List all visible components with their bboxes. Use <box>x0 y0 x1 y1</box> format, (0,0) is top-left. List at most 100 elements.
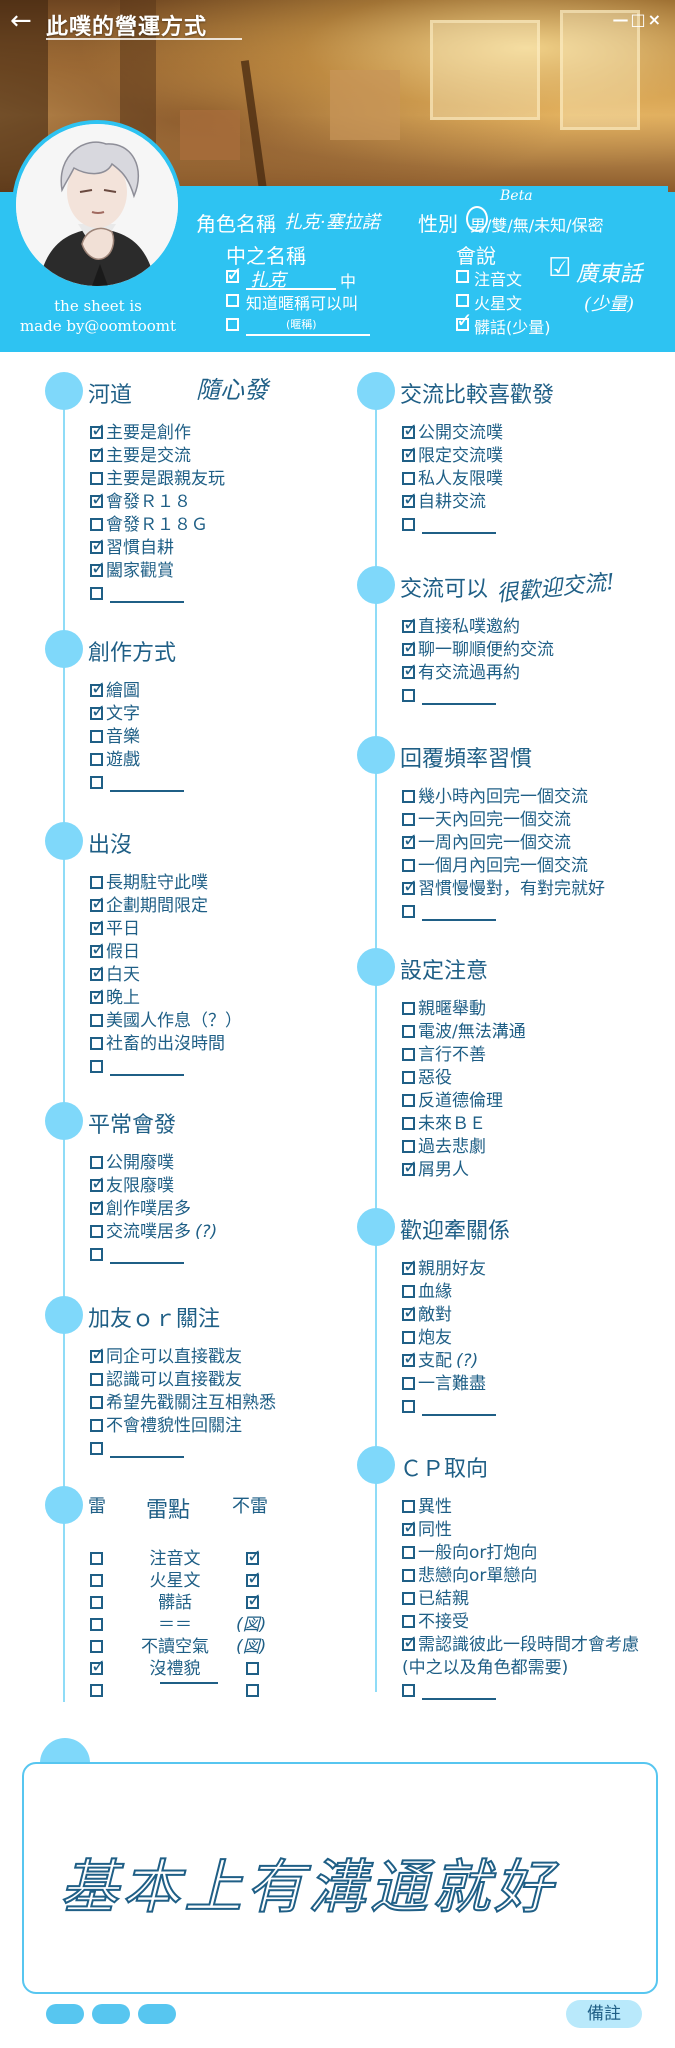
ok-checkbox[interactable] <box>246 1684 259 1697</box>
checklist-item[interactable]: 悲戀向or單戀向 <box>402 1565 537 1587</box>
checklist-item[interactable]: 一個月內回完一個交流 <box>402 855 588 877</box>
checklist-item[interactable]: 惡役 <box>402 1067 452 1089</box>
checkbox[interactable] <box>402 1615 415 1628</box>
checklist-item[interactable] <box>90 1438 184 1460</box>
checkbox[interactable] <box>90 753 103 766</box>
checked-checkbox[interactable] <box>402 614 418 636</box>
checkbox[interactable] <box>402 790 415 803</box>
checklist-item[interactable] <box>402 1680 496 1702</box>
checkbox[interactable] <box>402 1400 415 1413</box>
checkbox[interactable] <box>402 1025 415 1038</box>
checked-checkbox[interactable] <box>90 535 106 557</box>
checklist-item[interactable]: 自耕交流 <box>402 489 486 513</box>
checkbox[interactable] <box>402 1569 415 1582</box>
checklist-item[interactable]: 不會禮貌性回關注 <box>90 1415 242 1437</box>
checklist-item[interactable] <box>90 772 184 794</box>
checked-checkbox[interactable] <box>90 893 106 915</box>
checklist-item[interactable]: 不接受 <box>402 1611 469 1633</box>
page-indicator[interactable] <box>138 2004 176 2024</box>
checkbox[interactable] <box>402 1546 415 1559</box>
checkbox[interactable] <box>90 776 103 789</box>
thunder-checkbox[interactable] <box>90 1596 103 1609</box>
checklist-item[interactable]: 公開廢噗 <box>90 1152 174 1174</box>
checklist-item[interactable] <box>90 1056 184 1078</box>
checklist-item[interactable]: 屑男人 <box>402 1157 469 1181</box>
blank-line[interactable] <box>160 1682 218 1684</box>
checklist-item[interactable]: 闔家觀賞 <box>90 558 174 582</box>
checklist-item[interactable]: 繪圖 <box>90 678 140 702</box>
checklist-item[interactable]: 公開交流噗 <box>402 420 503 444</box>
blank-line[interactable] <box>422 1414 496 1416</box>
checklist-item[interactable]: 幾小時內回完一個交流 <box>402 786 588 808</box>
ok-checkbox[interactable] <box>246 1546 262 1567</box>
checklist-item[interactable]: 同企可以直接戳友 <box>90 1344 242 1368</box>
checklist-item[interactable]: 異性 <box>402 1496 452 1518</box>
checklist-item[interactable]: 主要是創作 <box>90 420 191 444</box>
checklist-item[interactable]: 有交流過再約 <box>402 660 520 684</box>
blank-line[interactable] <box>110 790 184 792</box>
checklist-item[interactable]: 長期駐守此噗 <box>90 872 208 894</box>
checklist-item[interactable]: 白天 <box>90 962 140 986</box>
page-indicator[interactable] <box>92 2004 130 2024</box>
checklist-item[interactable]: 親朋好友 <box>402 1256 486 1280</box>
page-indicator[interactable] <box>46 2004 84 2024</box>
checklist-item[interactable]: 私人友限噗 <box>402 468 503 490</box>
blank-line[interactable] <box>422 919 496 921</box>
thunder-checkbox[interactable] <box>90 1618 103 1631</box>
checkbox[interactable] <box>402 859 415 872</box>
checked-checkbox[interactable] <box>402 1632 418 1654</box>
checklist-item[interactable]: 已結親 <box>402 1588 469 1610</box>
checklist-item[interactable] <box>90 1244 184 1266</box>
remark-button[interactable]: 備註 <box>566 2000 642 2028</box>
blank-line[interactable] <box>422 532 496 534</box>
thunder-checkbox[interactable] <box>90 1684 103 1697</box>
checkbox[interactable] <box>90 587 103 600</box>
checklist-item[interactable]: (中之以及角色都需要) <box>402 1657 568 1679</box>
checkbox[interactable] <box>402 1592 415 1605</box>
checkbox[interactable] <box>90 1037 103 1050</box>
checklist-item[interactable]: 一周內回完一個交流 <box>402 830 571 854</box>
blank-line[interactable] <box>110 1262 184 1264</box>
checkbox[interactable] <box>402 1002 415 1015</box>
checklist-item[interactable]: 文字 <box>90 701 140 725</box>
thunder-checkbox[interactable] <box>90 1574 103 1587</box>
checklist-item[interactable]: 一言難盡 <box>402 1373 486 1395</box>
checked-checkbox[interactable] <box>402 1517 418 1539</box>
back-arrow-icon[interactable]: ← <box>10 6 32 36</box>
checkbox[interactable] <box>402 1500 415 1513</box>
checklist-item[interactable]: 言行不善 <box>402 1044 486 1066</box>
checkbox[interactable] <box>90 1248 103 1261</box>
checklist-item[interactable]: 主要是交流 <box>90 443 191 467</box>
checklist-item[interactable] <box>402 685 496 707</box>
checkbox[interactable] <box>90 1419 103 1432</box>
window-controls-icon[interactable]: —□× <box>612 10 663 29</box>
checked-checkbox[interactable] <box>402 443 418 465</box>
checked-checkbox[interactable] <box>402 637 418 659</box>
checklist-item[interactable]: 晚上 <box>90 985 140 1009</box>
checked-checkbox[interactable] <box>90 916 106 938</box>
checklist-item[interactable]: 平日 <box>90 916 140 940</box>
checked-checkbox[interactable] <box>402 420 418 442</box>
checkbox[interactable] <box>402 1048 415 1061</box>
ok-checkbox[interactable] <box>246 1568 262 1589</box>
checklist-item[interactable]: 炮友 <box>402 1327 452 1349</box>
checkbox[interactable] <box>402 1094 415 1107</box>
ok-checkbox[interactable] <box>246 1590 262 1611</box>
checklist-item[interactable]: 敵對 <box>402 1302 452 1326</box>
checkbox[interactable] <box>402 1331 415 1344</box>
checked-checkbox[interactable] <box>402 830 418 852</box>
checklist-item[interactable]: 企劃期間限定 <box>90 893 208 917</box>
checked-checkbox[interactable] <box>90 489 106 511</box>
checkbox[interactable] <box>90 1014 103 1027</box>
checked-checkbox[interactable] <box>90 420 106 442</box>
checklist-item[interactable]: 同性 <box>402 1517 452 1541</box>
checkbox[interactable] <box>90 518 103 531</box>
nickname-name-checkbox[interactable] <box>226 318 239 331</box>
checklist-item[interactable]: 一天內回完一個交流 <box>402 809 571 831</box>
checklist-item[interactable] <box>402 901 496 923</box>
thunder-checkbox[interactable] <box>90 1640 103 1653</box>
checkbox[interactable] <box>90 1373 103 1386</box>
ok-checkbox[interactable] <box>246 1662 259 1675</box>
checklist-item[interactable] <box>402 514 496 536</box>
checklist-item[interactable]: 社畜的出沒時間 <box>90 1033 225 1055</box>
